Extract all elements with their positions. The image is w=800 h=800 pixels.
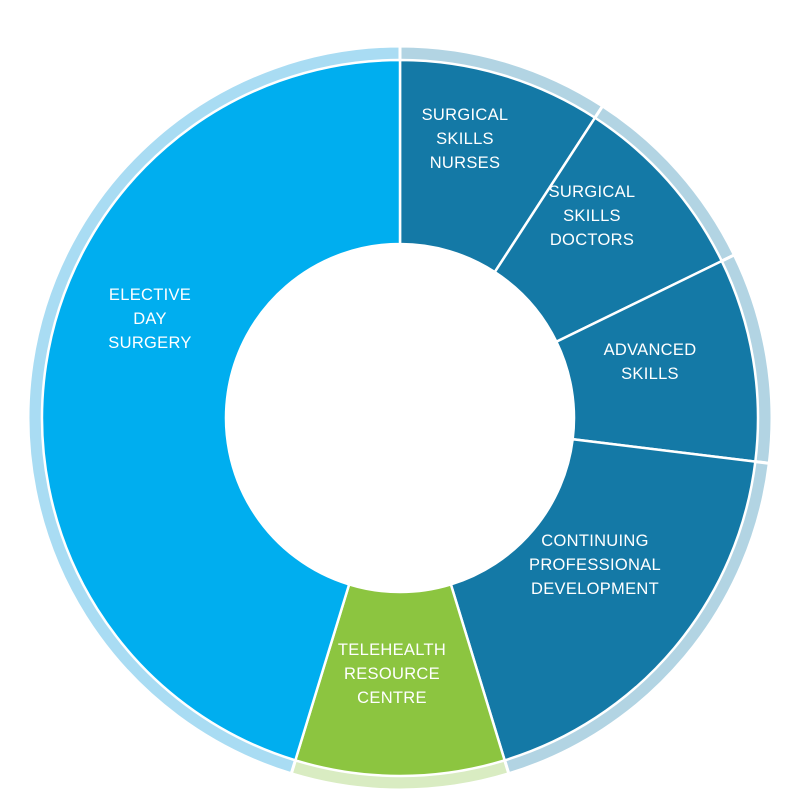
- segment-group: [40, 58, 760, 778]
- segment-label-line: DEVELOPMENT: [531, 580, 659, 598]
- segment-label-telehealth-resource-centre: TELEHEALTH RESOURCE CENTRE: [338, 641, 446, 707]
- segment-label-line: NURSES: [430, 154, 501, 172]
- segment-label-line: CENTRE: [357, 689, 427, 707]
- segment-label-line: DOCTORS: [550, 231, 634, 249]
- segment-label-line: TELEHEALTH: [338, 641, 446, 659]
- segment-label-line: SKILLS: [563, 207, 621, 225]
- segment-label-line: SURGERY: [108, 334, 191, 352]
- segment-label-line: SURGICAL: [549, 183, 636, 201]
- segment-label-surgical-skills-doctors: SURGICAL SKILLS DOCTORS: [549, 183, 636, 249]
- segment-label-line: ADVANCED: [604, 341, 697, 359]
- segment-label-continuing-professional-development: CONTINUING PROFESSIONAL DEVELOPMENT: [529, 532, 661, 598]
- segment-label-line: SKILLS: [621, 365, 679, 383]
- segment-label-line: CONTINUING: [541, 532, 649, 550]
- segment-label-surgical-skills-nurses: SURGICAL SKILLS NURSES: [422, 106, 509, 172]
- label-group: SURGICAL SKILLS NURSES SURGICAL SKILLS DOCTOR…: [108, 106, 696, 707]
- segment-label-elective-day-surgery: ELECTIVE DAY SURGERY: [108, 286, 191, 352]
- segment-label-line: SURGICAL: [422, 106, 509, 124]
- segment-label-line: ELECTIVE: [109, 286, 191, 304]
- segment-label-line: PROFESSIONAL: [529, 556, 661, 574]
- segment-label-line: SKILLS: [436, 130, 494, 148]
- segment-label-line: DAY: [133, 310, 167, 328]
- segment-label-line: RESOURCE: [344, 665, 440, 683]
- donut-center-hole: [226, 244, 574, 592]
- segment-label-advanced-skills: ADVANCED SKILLS: [604, 341, 697, 383]
